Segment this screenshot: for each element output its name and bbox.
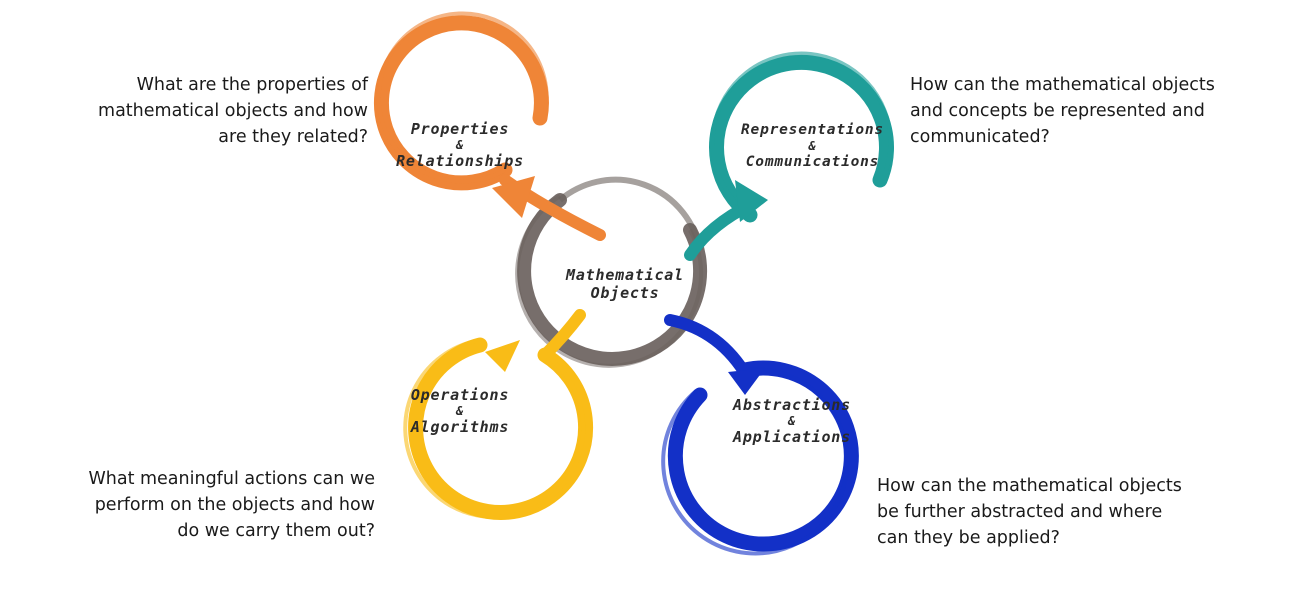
operations-arrow-icon xyxy=(485,340,520,372)
operations-question-line1: What meaningful actions can we xyxy=(88,469,375,489)
properties-question-line1: What are the properties of xyxy=(136,75,368,95)
representations-question-line1: How can the mathematical objects xyxy=(910,75,1215,95)
abstractions-arrow-icon xyxy=(728,368,765,395)
representations-ring xyxy=(684,51,894,261)
properties-arrow-icon xyxy=(492,176,535,218)
representations-question-line3: communicated? xyxy=(910,127,1050,147)
abstractions-question-line1: How can the mathematical objects xyxy=(877,476,1182,496)
representations-question: How can the mathematical objects and con… xyxy=(910,72,1240,150)
properties-label: Properties & Relationships xyxy=(380,120,540,170)
operations-question-line3: do we carry them out? xyxy=(177,521,375,541)
representations-label-line2: Communications xyxy=(745,154,880,170)
properties-ring xyxy=(373,11,606,241)
operations-question: What meaningful actions can we perform o… xyxy=(60,466,375,544)
properties-label-line1: Properties xyxy=(410,120,510,138)
operations-label-amp: & xyxy=(455,404,465,418)
operations-question-line2: perform on the objects and how xyxy=(94,495,375,515)
center-label-line1: Mathematical xyxy=(566,266,684,284)
abstractions-question-line2: be further abstracted and where xyxy=(877,502,1163,522)
abstractions-label: Abstractions & Applications xyxy=(712,396,872,446)
abstractions-label-amp: & xyxy=(787,414,797,428)
representations-question-line2: and concepts be represented and xyxy=(910,101,1205,121)
properties-question-line2: mathematical objects and how xyxy=(98,101,368,121)
operations-label: Operations & Algorithms xyxy=(380,386,540,436)
representations-label-amp: & xyxy=(808,139,817,153)
properties-label-amp: & xyxy=(455,138,465,152)
properties-question-line3: are they related? xyxy=(218,127,368,147)
representations-arrow-icon xyxy=(735,180,768,222)
properties-question: What are the properties of mathematical … xyxy=(60,72,368,150)
abstractions-label-line2: Applications xyxy=(733,428,851,446)
center-label-line2: Objects xyxy=(590,284,660,302)
operations-label-line2: Algorithms xyxy=(410,418,510,436)
center-ring xyxy=(515,176,708,368)
operations-ring xyxy=(403,309,594,520)
representations-label-line1: Representations xyxy=(741,122,884,138)
operations-label-line1: Operations xyxy=(410,386,510,404)
abstractions-ring xyxy=(661,314,859,556)
representations-label: Representations & Communications xyxy=(720,121,905,171)
properties-label-line2: Relationships xyxy=(396,152,524,170)
center-label: Mathematical Objects xyxy=(540,266,710,302)
abstractions-question-line3: can they be applied? xyxy=(877,528,1060,548)
abstractions-question: How can the mathematical objects be furt… xyxy=(877,473,1207,551)
abstractions-label-line1: Abstractions xyxy=(733,396,851,414)
